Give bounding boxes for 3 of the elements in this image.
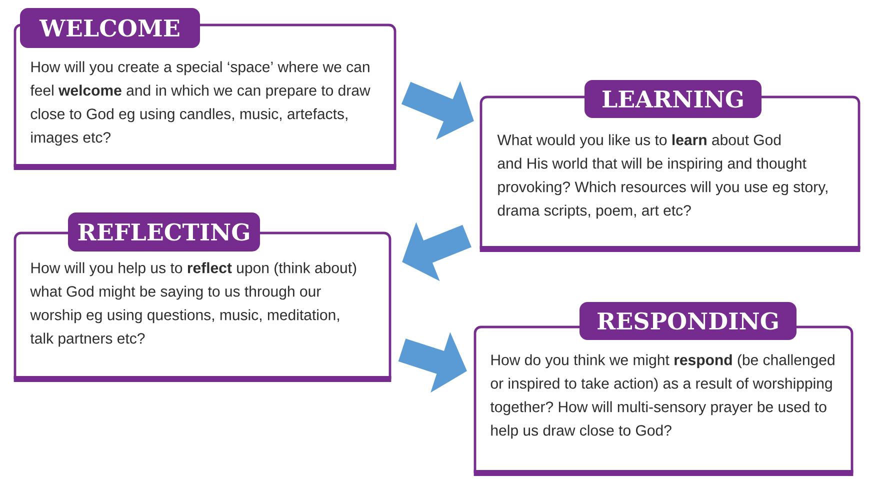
heading-tab: LEARNING <box>584 80 762 118</box>
heading-tab: WELCOME <box>20 8 200 48</box>
heading-tab: REFLECTING <box>68 212 260 252</box>
